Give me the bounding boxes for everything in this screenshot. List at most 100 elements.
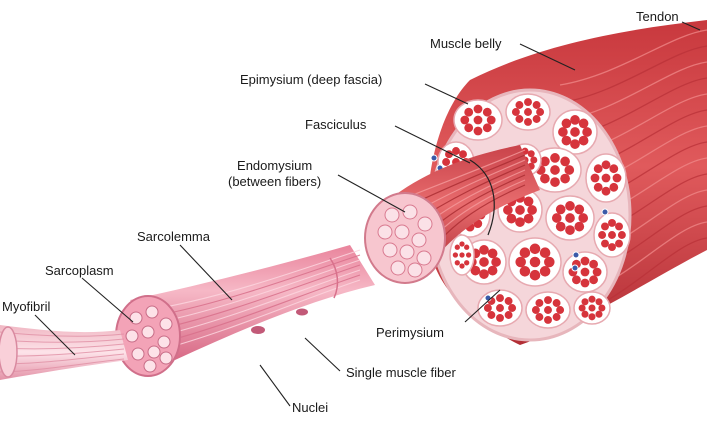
- fiber-dot: [580, 256, 590, 266]
- fiber-dot: [508, 304, 517, 312]
- fiber-dot: [574, 221, 585, 232]
- vessel-dot: [572, 251, 580, 259]
- fiber-dot: [608, 231, 616, 239]
- fiber-dot: [460, 115, 470, 125]
- label-fasciculus: Fasciculus: [305, 117, 367, 132]
- fiber-dot: [504, 297, 513, 305]
- fiber-dot: [617, 231, 626, 239]
- fiber-dot: [570, 139, 580, 149]
- fiber-dot: [565, 213, 575, 223]
- fiber-dot: [479, 257, 489, 267]
- fiber-dot: [483, 304, 492, 312]
- leader-nuclei: [259, 364, 291, 407]
- leader-lines: [34, 21, 701, 407]
- fasciculus-striation: [399, 149, 526, 201]
- fiber-dot: [515, 101, 524, 109]
- fiber-dot: [529, 256, 541, 268]
- fiber-dot: [487, 311, 496, 319]
- fiber-dot: [593, 164, 603, 174]
- fiber-dot: [564, 165, 575, 175]
- fiber-dot: [459, 241, 465, 247]
- fiber-dot: [608, 243, 616, 252]
- fasciculus-sheath: [469, 159, 495, 236]
- fiber-dot: [544, 315, 552, 324]
- fiber-dot: [550, 153, 560, 163]
- myofibril-section: [125, 329, 139, 343]
- leader-myofibril: [34, 314, 76, 356]
- fiber-section: [407, 262, 423, 278]
- fiber-dot: [578, 304, 586, 312]
- fiber-dot: [519, 266, 531, 277]
- fiber-dot: [580, 267, 590, 277]
- fiber-section: [402, 204, 418, 220]
- vessel-dot: [430, 154, 438, 162]
- myofibril-cross-sections: [125, 305, 173, 373]
- label-muscle-belly: Muscle belly: [430, 36, 502, 51]
- fiber-dot: [550, 177, 560, 187]
- myofibril-section: [159, 351, 173, 365]
- fiber-dot: [515, 256, 526, 268]
- fiber-dot: [491, 257, 501, 267]
- fiber-dot: [580, 278, 590, 288]
- fiber-dot: [560, 173, 570, 184]
- label-endomysium-line2: (between fibers): [228, 174, 322, 189]
- label-epimysium: Epimysium (deep fascia): [240, 72, 383, 87]
- fiber-dot: [496, 313, 504, 322]
- fiber-dot: [532, 101, 541, 109]
- fiber-dot: [581, 310, 589, 318]
- fiber-dot: [479, 269, 489, 279]
- vessel-dot: [601, 208, 609, 216]
- belly-striation: [559, 29, 707, 86]
- fiber-dot: [570, 127, 580, 137]
- fiber-dot: [565, 225, 575, 235]
- fiber-dot: [601, 239, 609, 248]
- fiber-dot: [464, 123, 474, 133]
- label-endomysium: Endomysium (between fibers): [228, 158, 321, 190]
- fiber-dot: [570, 115, 580, 125]
- fiber-dot: [529, 269, 541, 281]
- fiber-dot: [598, 231, 607, 239]
- fiber-dot: [609, 164, 619, 174]
- fiber-dot: [555, 221, 566, 232]
- fiber-dot: [473, 115, 483, 125]
- leader-perimysium: [464, 289, 501, 323]
- fiber-dot: [544, 306, 552, 314]
- fiber-section: [411, 232, 427, 248]
- fiber-dot: [442, 158, 451, 166]
- fiber-dot: [540, 156, 550, 167]
- blood-vessels: [430, 154, 609, 302]
- fiber-dot: [511, 108, 520, 116]
- fiber-dot: [601, 186, 611, 196]
- fiber-dot: [452, 252, 459, 258]
- fiber-dot: [524, 108, 532, 116]
- fiber-dot: [601, 160, 611, 170]
- vessel-dot: [484, 294, 492, 302]
- fiber-dot: [515, 205, 525, 215]
- fiber-dot: [487, 265, 498, 276]
- fiber-dot: [561, 118, 572, 129]
- label-sarcolemma: Sarcolemma: [137, 229, 210, 244]
- fiber-dot: [565, 201, 575, 211]
- fiber-dot: [482, 107, 492, 117]
- leader-single-fiber: [304, 337, 341, 372]
- fiber-dot: [540, 173, 550, 184]
- fiber-section: [377, 224, 393, 240]
- fiber-dot: [503, 205, 513, 215]
- fiber-striation: [159, 254, 361, 316]
- fiber-dot: [479, 245, 489, 255]
- fiber-dot: [595, 298, 603, 306]
- fiber-dot: [523, 196, 534, 207]
- fiber-dot: [561, 135, 572, 146]
- fiber-dot: [615, 239, 623, 248]
- label-endomysium-line1: Endomysium: [237, 158, 313, 173]
- leader-fasciculus: [394, 125, 471, 164]
- fiber-dot: [532, 115, 541, 123]
- fiber-dot: [574, 204, 585, 215]
- nucleus-2: [296, 308, 308, 316]
- fiber-dot: [551, 213, 562, 223]
- fiber-dot: [601, 173, 611, 183]
- fiber-dot: [524, 117, 532, 126]
- fiber-dot: [496, 304, 504, 312]
